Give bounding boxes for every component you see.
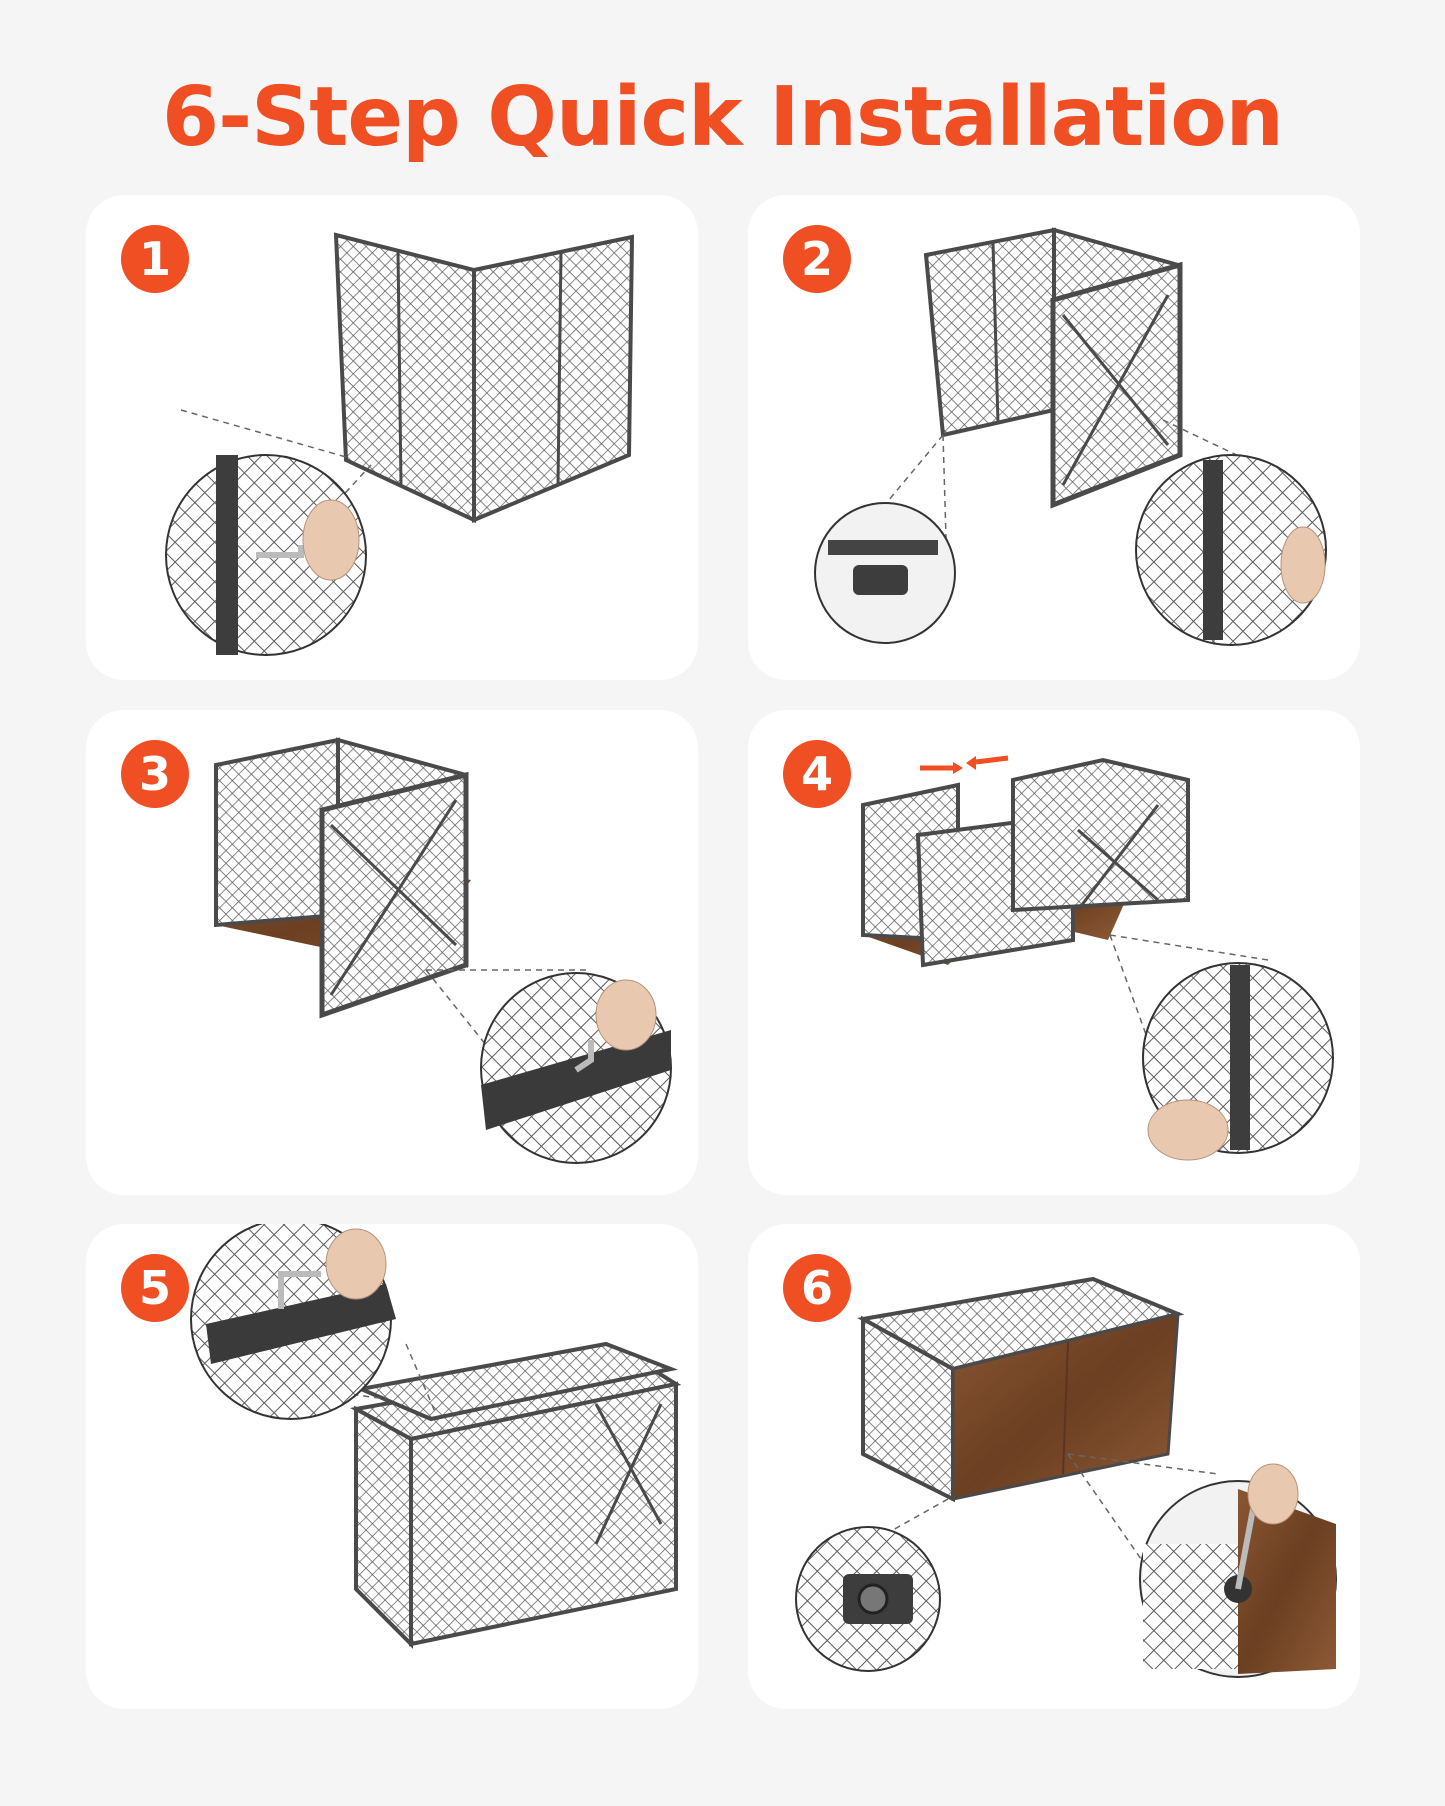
step-number-badge: 1 <box>121 225 189 293</box>
two-units-joining-icon <box>861 755 1334 1161</box>
panel-hinge-connection-icon <box>165 232 635 656</box>
step-card-3: 3 <box>86 710 698 1195</box>
step-card-6: 6 <box>748 1224 1360 1709</box>
step-number-badge: 6 <box>783 1254 851 1322</box>
step-number-badge: 4 <box>783 740 851 808</box>
wooden-panel-attach-icon <box>795 1276 1337 1678</box>
page-title: 6-Step Quick Installation <box>162 70 1284 165</box>
step-number-badge: 3 <box>121 740 189 808</box>
step-card-4: 4 <box>748 710 1360 1195</box>
door-panel-pin-connection-icon <box>814 227 1327 646</box>
step-number-badge: 2 <box>783 225 851 293</box>
step-card-1: 1 <box>86 195 698 680</box>
step-number-badge: 5 <box>121 1254 189 1322</box>
base-screw-fastening-icon <box>214 737 672 1164</box>
step-card-2: 2 <box>748 195 1360 680</box>
top-panel-screwing-icon <box>190 1224 682 1649</box>
step-card-5: 5 <box>86 1224 698 1709</box>
